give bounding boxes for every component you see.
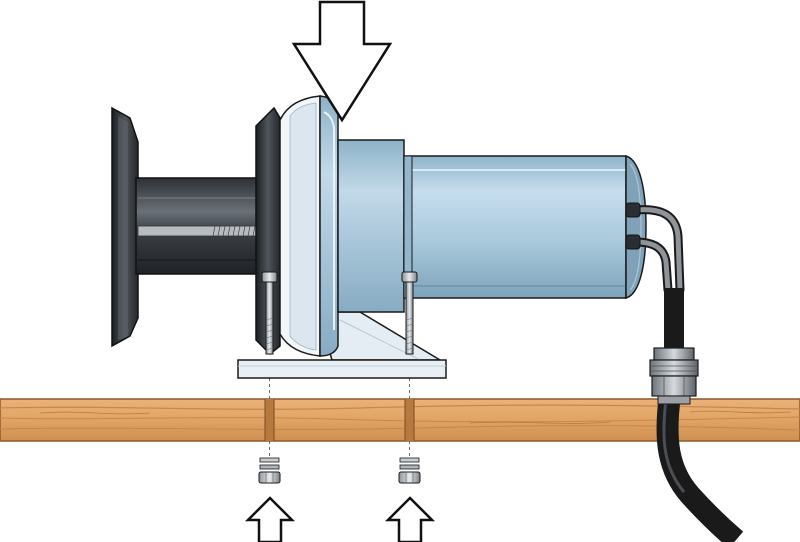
- bolt-up-arrow-left: [244, 496, 296, 542]
- drive-shaft: [135, 177, 269, 275]
- press-down-arrow: [291, 0, 393, 123]
- pump-housing: [279, 95, 405, 357]
- wooden-board: [0, 398, 800, 442]
- cable-gland: [649, 347, 699, 405]
- motor-end-cap: [625, 155, 647, 299]
- right-lock-washer: [399, 464, 420, 470]
- drive-end-flange: [111, 106, 139, 348]
- left-bolt: [261, 271, 278, 355]
- left-lock-washer: [259, 464, 280, 470]
- right-nut: [398, 471, 421, 484]
- cable-conduit: [656, 288, 744, 542]
- left-washer: [259, 457, 280, 463]
- bolt-up-arrow-right: [384, 496, 436, 542]
- alignment-lines: [269, 378, 410, 456]
- right-fastener-stack: [398, 457, 421, 484]
- motor-body: [403, 155, 627, 299]
- board-hole-left: [265, 399, 274, 441]
- left-nut: [258, 471, 281, 484]
- board-hole-right: [405, 399, 414, 441]
- right-washer: [399, 457, 420, 463]
- left-fastener-stack: [258, 457, 281, 484]
- shaft-side-flange: [255, 106, 281, 356]
- motor-cables: [625, 202, 685, 295]
- right-bolt: [401, 271, 418, 355]
